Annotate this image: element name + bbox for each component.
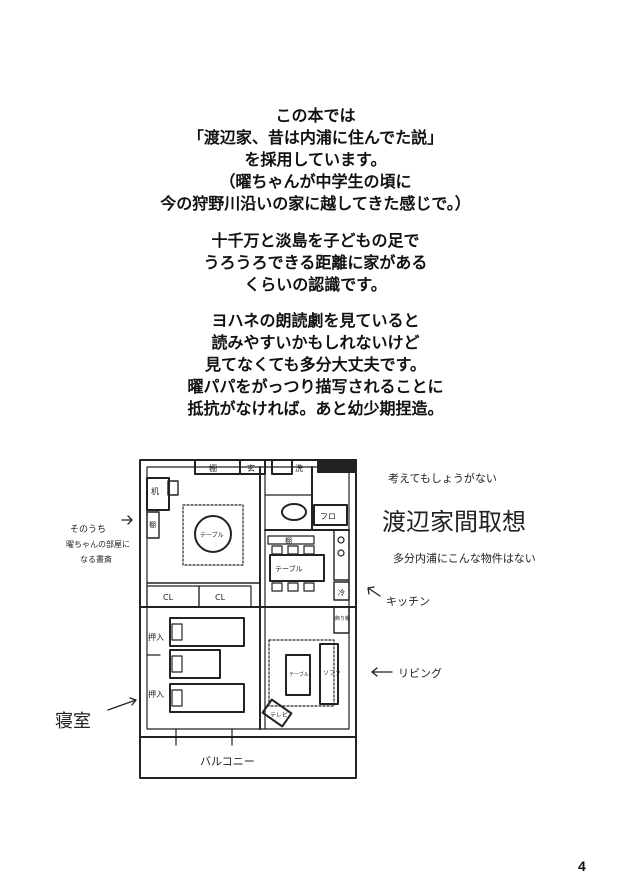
tv xyxy=(261,698,293,728)
room-label: 冷 xyxy=(338,588,345,597)
bed xyxy=(169,683,245,713)
distance-paragraph: 十千万と淡島を子どもの足で うろうろできる距離に家がある くらいの認識です。 xyxy=(0,230,631,296)
intro-line: （曜ちゃんが中学生の頃に xyxy=(219,172,412,191)
dining-chair xyxy=(271,545,283,555)
room-label: 飾り棚 xyxy=(335,615,350,622)
display-shelf xyxy=(333,606,350,634)
dining-chair xyxy=(303,545,315,555)
dining-table xyxy=(269,554,325,582)
page-number: 4 xyxy=(578,858,586,874)
living-label: リビング xyxy=(398,666,442,680)
intro-line: を採用しています。 xyxy=(244,150,387,169)
bookroom-label: 曜ちゃんの部屋に xyxy=(66,539,130,549)
room-label: 押入 xyxy=(148,689,164,699)
note-line: ヨハネの朗読劇を見ていると xyxy=(211,311,420,330)
note-line: 読みやすいかもしれないけど xyxy=(211,333,420,352)
chair xyxy=(167,480,179,496)
toilet xyxy=(281,503,307,521)
arrow-icon xyxy=(367,586,381,597)
room-label: テーブル xyxy=(200,531,224,539)
bath-label-box xyxy=(313,504,348,526)
desk xyxy=(146,477,170,511)
room-label: 棚 xyxy=(149,520,156,529)
distance-line: うろうろできる距離に家がある xyxy=(203,253,428,272)
room-label: 押入 xyxy=(148,632,164,642)
living-table xyxy=(285,654,311,696)
kitchen-label: キッチン xyxy=(386,595,430,608)
stove xyxy=(337,549,345,557)
room-label: テーブル xyxy=(289,671,309,678)
dining-chair xyxy=(287,582,299,592)
study-table xyxy=(194,515,232,553)
intro-line: 今の狩野川沿いの家に越してきた感じで。） xyxy=(160,194,471,213)
sofa xyxy=(319,643,339,705)
arrow-icon xyxy=(107,697,137,711)
dining-chair xyxy=(303,582,315,592)
living-rug xyxy=(268,639,335,707)
room-label: CL xyxy=(163,593,174,602)
bed xyxy=(169,617,245,647)
distance-line: くらいの認識です。 xyxy=(244,275,387,294)
room-label: テレビ xyxy=(270,711,288,719)
dining-chair xyxy=(271,582,283,592)
pillow xyxy=(171,655,183,673)
pillow xyxy=(171,689,183,707)
room-label: テーブル xyxy=(275,564,303,573)
sketch-heading: 渡辺家間取想 xyxy=(382,508,526,536)
note-line: 曜パパをがっつり描写されることに xyxy=(187,377,444,396)
bed xyxy=(169,649,221,679)
wash-box xyxy=(271,459,293,475)
room-label: 机 xyxy=(151,486,159,496)
intro-line: 「渡辺家、昔は内浦に住んでた説」 xyxy=(187,128,444,147)
room-label: 棚 xyxy=(285,536,292,545)
balcony-label: バルコニー xyxy=(200,755,255,768)
arrow-icon xyxy=(371,667,393,677)
distance-line: 十千万と淡島を子どもの足で xyxy=(211,231,420,250)
dining-chair xyxy=(287,545,299,555)
sketch-subnote: 多分内浦にこんな物件はない xyxy=(393,551,536,565)
bookroom-label: そのうち xyxy=(70,524,106,535)
kitchen-shelf xyxy=(267,535,315,545)
intro-paragraph: この本では 「渡辺家、昔は内浦に住んでた説」 を採用しています。 （曜ちゃんが中… xyxy=(0,105,631,215)
note-line: 見てなくても多分大丈夫です。 xyxy=(204,355,427,374)
room-label: 棚 xyxy=(209,463,217,473)
note-paragraph: ヨハネの朗読劇を見ていると 読みやすいかもしれないけど 見てなくても多分大丈夫で… xyxy=(0,310,631,420)
note-line: 抵抗がなければ。あと幼少期捏造。 xyxy=(187,399,444,418)
bookroom-label: なる書斎 xyxy=(80,554,112,564)
room-label: CL xyxy=(215,593,226,602)
entrance-box xyxy=(239,459,266,475)
intro-line: この本では xyxy=(275,106,356,125)
fridge xyxy=(333,581,350,601)
kitchen-counter xyxy=(333,529,350,581)
room-label: フロ xyxy=(320,512,336,521)
stove xyxy=(337,536,345,544)
rug xyxy=(182,504,244,566)
room-label: 玄 xyxy=(247,463,255,473)
sketch-heading-small: 考えてもしょうがない xyxy=(388,471,497,485)
room-label: 洗 xyxy=(295,463,303,473)
study-shelf xyxy=(146,511,160,539)
closet-cl2 xyxy=(198,585,252,608)
pillow xyxy=(171,623,183,641)
arrow-icon xyxy=(121,515,133,525)
room-label: ソファ xyxy=(323,670,341,677)
black-block xyxy=(317,459,357,473)
bedroom-label: 寝室 xyxy=(55,711,91,732)
